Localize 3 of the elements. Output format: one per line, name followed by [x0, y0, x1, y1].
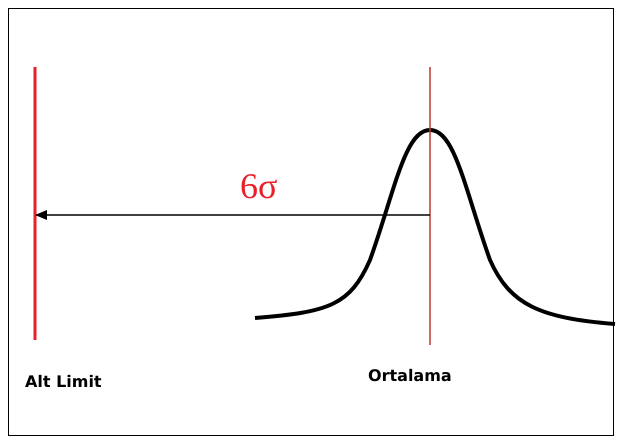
- axis-label: Alt Limit: [25, 374, 102, 390]
- dimension-label: 6σ: [240, 168, 278, 204]
- axis-label: Ortalama: [368, 368, 452, 384]
